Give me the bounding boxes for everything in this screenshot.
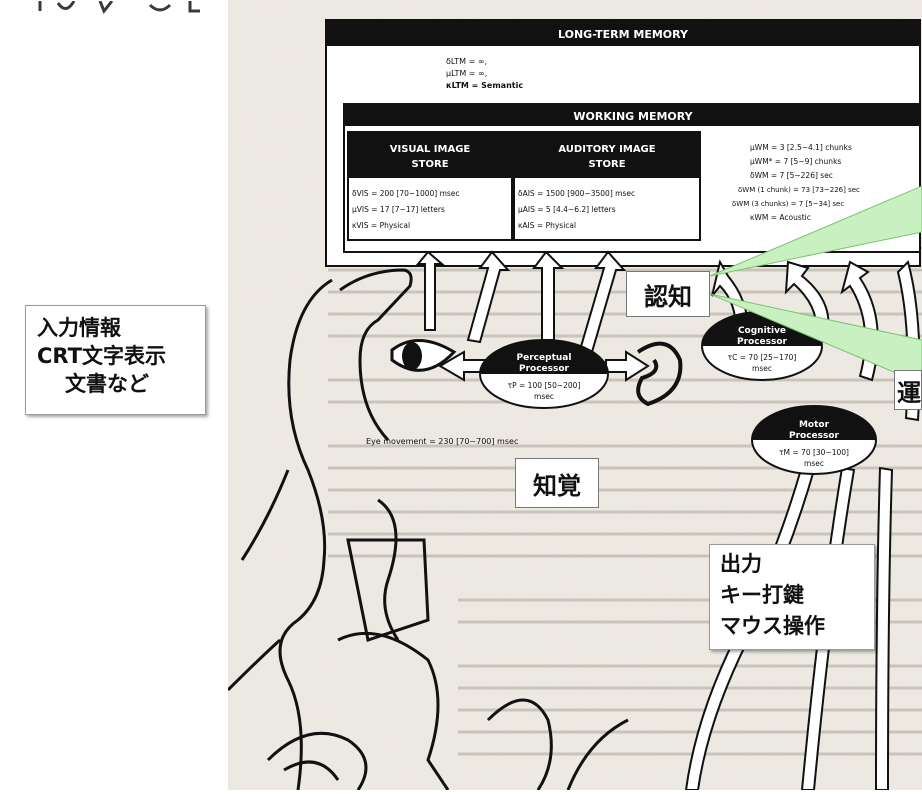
ltm-param-2: μLTM = ∞, bbox=[446, 69, 487, 78]
motor-name-1: Motor bbox=[799, 420, 830, 430]
ais-param-3: κAIS = Physical bbox=[518, 221, 576, 230]
arrow-vis-perc bbox=[466, 250, 511, 344]
human-head-outline bbox=[226, 268, 629, 791]
output-callout-line-3: マウス操作 bbox=[720, 614, 825, 638]
vis-title-1: VISUAL IMAGE bbox=[390, 144, 471, 155]
figure-drawing: LONG-TERM MEMORY δLTM = ∞, μLTM = ∞, κLT… bbox=[226, 0, 922, 791]
input-callout-line-3: 文書など bbox=[65, 372, 149, 396]
green-callout-wedges bbox=[709, 185, 922, 385]
motor-time-2: msec bbox=[804, 459, 824, 468]
vis-param-3: κVIS = Physical bbox=[352, 221, 410, 230]
perceptual-time-2: msec bbox=[534, 392, 554, 401]
ais-title-2: STORE bbox=[588, 159, 625, 170]
input-callout-line-1: 入力情報 bbox=[37, 316, 121, 340]
arrow-vis-up bbox=[415, 250, 445, 331]
vis-param-2: μVIS = 17 [7~17] letters bbox=[352, 205, 445, 214]
cognitive-name-1: Cognitive bbox=[738, 326, 786, 336]
ais-param-1: δAIS = 1500 [900~3500] msec bbox=[518, 189, 635, 198]
vis-title-2: STORE bbox=[411, 159, 448, 170]
wm-param-5: δWM (3 chunks) = 7 [5~34] sec bbox=[732, 200, 844, 208]
motor-time-1: τM = 70 [30~100] bbox=[779, 448, 849, 457]
perception-label: 知覚 bbox=[515, 458, 599, 508]
eye-movement-text: Eye movement = 230 [70~700] msec bbox=[366, 437, 518, 446]
auditory-image-store-box: AUDITORY IMAGE STORE δAIS = 1500 [900~35… bbox=[513, 131, 701, 241]
ear-drawing bbox=[636, 341, 683, 407]
slide-title-glyph-fragments bbox=[38, 0, 270, 14]
motor-name-2: Processor bbox=[789, 431, 840, 441]
motor-processor: Motor Processor τM = 70 [30~100] msec bbox=[751, 405, 877, 475]
wm-param-3: δWM = 7 [5~226] sec bbox=[750, 171, 833, 180]
wm-param-1: μWM = 3 [2.5~4.1] chunks bbox=[750, 143, 852, 152]
perceptual-name-1: Perceptual bbox=[517, 353, 572, 363]
wm-param-2: μWM* = 7 [5~9] chunks bbox=[750, 157, 841, 166]
cognitive-time-2: msec bbox=[752, 364, 772, 373]
ltm-title: LONG-TERM MEMORY bbox=[558, 28, 689, 41]
model-human-processor-figure: LONG-TERM MEMORY δLTM = ∞, μLTM = ∞, κLT… bbox=[226, 0, 922, 791]
slide-title-fragment bbox=[0, 0, 275, 14]
perceptual-processor: Perceptual Processor τP = 100 [50~200] m… bbox=[438, 339, 650, 409]
ltm-param-3: κLTM = Semantic bbox=[446, 81, 523, 90]
perceptual-time-1: τP = 100 [50~200] bbox=[508, 381, 581, 390]
cognition-label: 認知 bbox=[626, 271, 710, 317]
wm-param-4: δWM (1 chunk) = 73 [73~226] sec bbox=[738, 186, 860, 194]
output-info-callout: 出力 キー打鍵 マウス操作 bbox=[709, 544, 875, 650]
input-callout-line-2: CRT文字表示 bbox=[37, 344, 166, 368]
ltm-param-1: δLTM = ∞, bbox=[446, 57, 487, 66]
ais-param-2: μAIS = 5 [4.4~6.2] letters bbox=[518, 205, 616, 214]
cognitive-name-2: Processor bbox=[737, 337, 788, 347]
output-callout-line-2: キー打鍵 bbox=[720, 583, 804, 607]
perceptual-name-2: Processor bbox=[519, 364, 570, 374]
wm-param-6: κWM = Acoustic bbox=[750, 213, 811, 222]
visual-image-store-box: VISUAL IMAGE STORE δVIS = 200 [70~1000] … bbox=[347, 131, 513, 241]
input-info-callout: 入力情報 CRT文字表示 文書など bbox=[25, 305, 206, 415]
output-callout-line-1: 出力 bbox=[720, 552, 762, 576]
wm-title: WORKING MEMORY bbox=[573, 110, 693, 123]
eye-drawing bbox=[390, 339, 457, 372]
cognitive-time-1: τC = 70 [25~170] bbox=[728, 353, 797, 362]
vis-param-1: δVIS = 200 [70~1000] msec bbox=[352, 189, 460, 198]
motor-label-partial: 運 bbox=[894, 370, 922, 410]
ais-title-1: AUDITORY IMAGE bbox=[558, 144, 655, 155]
